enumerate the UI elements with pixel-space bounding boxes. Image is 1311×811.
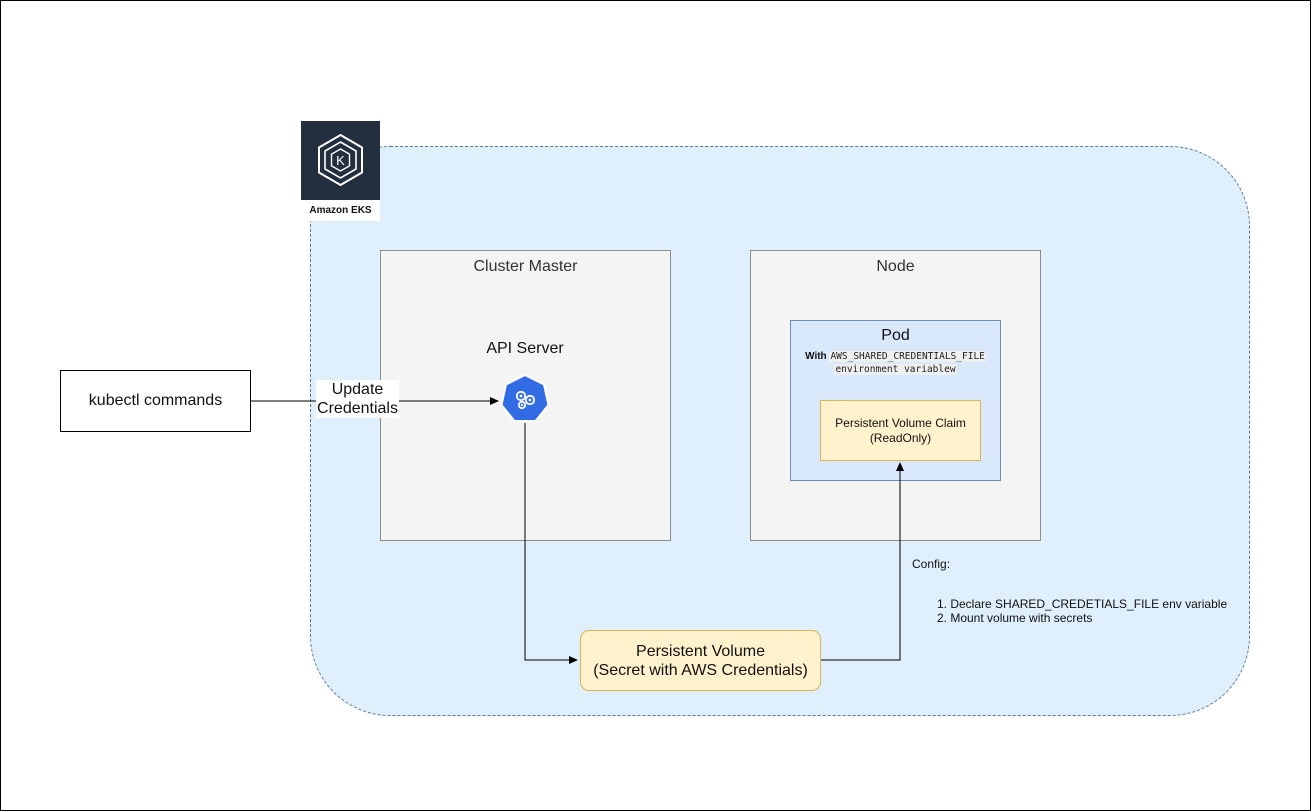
- persistent-volume-claim-box[interactable]: Persistent Volume Claim (ReadOnly): [820, 400, 981, 461]
- kubectl-commands-box[interactable]: kubectl commands: [60, 370, 251, 432]
- config-list: 1. Declare SHARED_CREDETIALS_FILE env va…: [937, 597, 1227, 625]
- eks-logo: K Amazon EKS: [301, 121, 380, 221]
- pod-env-note: With AWS_SHARED_CREDENTIALS_FILE environ…: [791, 350, 1000, 376]
- api-server-label: API Server: [486, 340, 564, 357]
- config-item: 2. Mount volume with secrets: [937, 611, 1093, 625]
- config-label: Config:: [912, 557, 951, 571]
- persistent-volume-box[interactable]: Persistent Volume (Secret with AWS Crede…: [580, 630, 821, 691]
- eks-logo-icon: K: [301, 121, 380, 200]
- pv-line1: Persistent Volume: [636, 642, 765, 660]
- pod-title: Pod: [881, 327, 910, 344]
- update-credentials-line1: Update: [331, 381, 384, 398]
- pv-line2: (Secret with AWS Credentials): [593, 661, 808, 679]
- config-item: 1. Declare SHARED_CREDETIALS_FILE env va…: [937, 597, 1228, 611]
- edge-pv-to-pvc: [821, 462, 904, 661]
- node-title: Node: [876, 258, 915, 275]
- pvc-line1: Persistent Volume Claim: [835, 415, 966, 430]
- svg-text:K: K: [336, 153, 345, 168]
- pvc-line2: (ReadOnly): [869, 430, 932, 445]
- edge-api-to-pv: [524, 423, 578, 664]
- pod-note-prefix: With: [805, 351, 827, 362]
- update-credentials-label: Update Credentials: [316, 380, 399, 418]
- cluster-master-title: Cluster Master: [473, 258, 578, 275]
- kubernetes-api-server-icon[interactable]: [500, 373, 550, 422]
- update-credentials-line2: Credentials: [317, 400, 398, 417]
- eks-logo-label: Amazon EKS: [309, 205, 372, 216]
- pod-note-env-suffix: environment variablew: [834, 364, 957, 375]
- pod-note-env-name: AWS_SHARED_CREDENTIALS_FILE: [829, 351, 986, 362]
